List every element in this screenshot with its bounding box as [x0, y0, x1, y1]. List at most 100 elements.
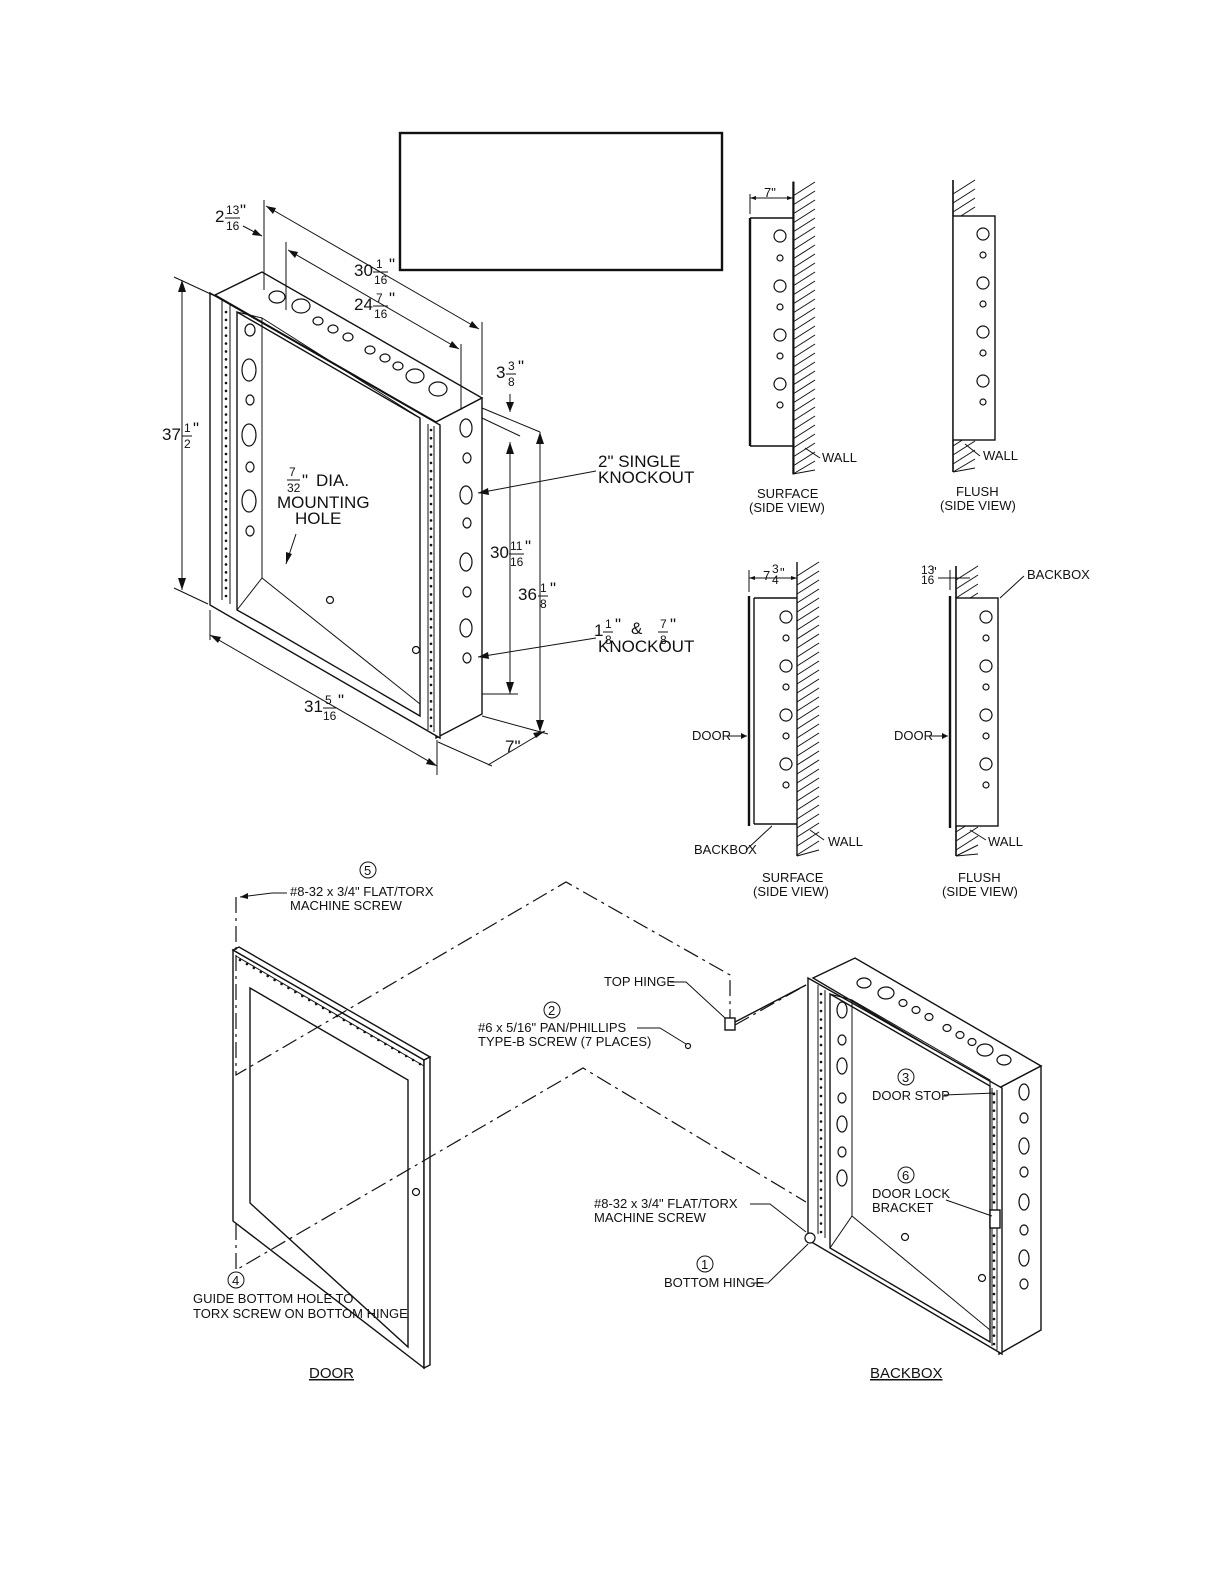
screw-dot [429, 626, 433, 629]
svg-text:6: 6 [902, 1168, 909, 1183]
screw-dot [377, 1038, 380, 1042]
screw-dot [429, 478, 433, 481]
svg-text:FLUSH: FLUSH [956, 484, 999, 499]
side-view-flush-1: WALL FLUSH (SIDE VIEW) [940, 179, 1018, 513]
screw-dot [819, 1120, 823, 1123]
screw-dot [819, 1001, 823, 1004]
wall-hatch [792, 262, 816, 278]
svg-text:36: 36 [518, 585, 537, 604]
svg-text:5: 5 [364, 863, 371, 878]
screw-dot [992, 1126, 996, 1129]
knockout-hole [836, 1057, 848, 1075]
knockout-hole [982, 781, 990, 789]
screw-dot [429, 436, 433, 440]
wall-hatch [796, 696, 820, 712]
wall-hatch [796, 795, 820, 811]
screw-dot [819, 992, 823, 996]
knockout-hole [979, 659, 993, 673]
knockout-1-1-8-label: 1 1 8 " & 7 8 " KNOCKOUT [594, 615, 694, 656]
screw-dot [992, 1276, 996, 1279]
screw-dot [429, 601, 433, 604]
screw-dot [224, 342, 228, 345]
svg-text:#8-32 x 3/4" FLAT/TORX: #8-32 x 3/4" FLAT/TORX [290, 884, 434, 899]
screw-dot [992, 1242, 996, 1246]
dimension-30-1-16: 30 1 16 " [354, 255, 395, 287]
screw-dot [224, 350, 228, 353]
svg-text:DOOR STOP: DOOR STOP [872, 1088, 950, 1103]
screw-dot [429, 510, 433, 514]
screw-dot [349, 1022, 353, 1026]
knockout-hole [773, 279, 787, 293]
screw-dot [992, 1201, 996, 1204]
screw-dot [992, 1159, 996, 1162]
wall-hatch [796, 561, 820, 577]
screw-dot [429, 617, 433, 621]
screw-dot [429, 593, 433, 596]
wall-hatch [792, 397, 816, 413]
dimension-30-11-16: 30 11 16 " [490, 537, 531, 569]
svg-text:7: 7 [660, 617, 667, 631]
screw-dot [224, 318, 228, 322]
knockout-hole [982, 732, 990, 740]
svg-text:2" SINGLE: 2" SINGLE [598, 452, 681, 471]
backbox-title: BACKBOX [870, 1365, 943, 1382]
wall-hatch [796, 588, 820, 604]
knockout-hole [976, 325, 990, 339]
screw-dot [992, 1176, 996, 1179]
wall-hatch [955, 574, 979, 590]
svg-text:(SIDE VIEW): (SIDE VIEW) [749, 500, 825, 515]
screw-dot [819, 1188, 823, 1191]
screw-dot [429, 683, 433, 687]
knockout-hole [1019, 1278, 1029, 1290]
wall-hatch [792, 217, 816, 233]
knockout-hole [979, 300, 987, 308]
dimension-31-5-16: 31 5 16 " [304, 691, 344, 723]
screw-dot [992, 1134, 996, 1137]
wall-hatch [955, 853, 979, 857]
screw-dot [819, 1230, 823, 1234]
screw-dot [429, 650, 433, 654]
screw-dot [819, 1103, 823, 1106]
wall-hatch [792, 235, 816, 251]
screw-dot [224, 539, 228, 543]
svg-text:37: 37 [162, 425, 181, 444]
title-block-box [398, 131, 724, 272]
screw-dot [992, 1109, 996, 1112]
wall-hatch [796, 687, 820, 703]
wall-hatch [792, 451, 816, 467]
svg-text:MACHINE SCREW: MACHINE SCREW [594, 1210, 707, 1225]
screw-dot [342, 1018, 346, 1022]
wall-hatch [792, 406, 816, 422]
screw-dot [391, 1046, 394, 1050]
wall-hatch [955, 844, 979, 857]
knockout-hole [836, 1001, 848, 1019]
callout-2: 2 #6 x 5/16" PAN/PHILLIPS TYPE-B SCREW (… [478, 1001, 687, 1049]
screw-dot [328, 1010, 332, 1014]
screw-dot [992, 1301, 996, 1304]
screw-dot [429, 560, 433, 563]
screw-dot [356, 1026, 359, 1030]
wall-hatch [792, 253, 816, 269]
screw-dot [992, 1101, 996, 1104]
screw-dot [819, 1060, 823, 1064]
svg-text:(SIDE VIEW): (SIDE VIEW) [942, 884, 1018, 899]
knockout-hole [979, 398, 987, 406]
svg-text:8: 8 [605, 633, 612, 647]
screw-dot [819, 1171, 823, 1174]
isometric-dimension-lines [173, 200, 597, 775]
screw-dot [429, 453, 433, 456]
wall-hatch [952, 467, 976, 473]
screw-dot [321, 1006, 325, 1010]
wall-hatch [952, 197, 976, 213]
mounting-hole-label: 7 32 " DIA. MOUNTING HOLE [277, 465, 370, 528]
svg-text:": " [302, 471, 308, 490]
screw-dot [224, 523, 228, 527]
screw-dot [819, 1128, 823, 1132]
svg-text:": " [670, 615, 676, 634]
screw-dot [429, 708, 433, 711]
screw-dot [224, 413, 228, 416]
callout-6: 6 DOOR LOCK BRACKET [872, 1166, 993, 1217]
inner-wall-knockouts [241, 323, 257, 537]
screw-dot [370, 1034, 373, 1038]
screw-dot [819, 1137, 823, 1140]
